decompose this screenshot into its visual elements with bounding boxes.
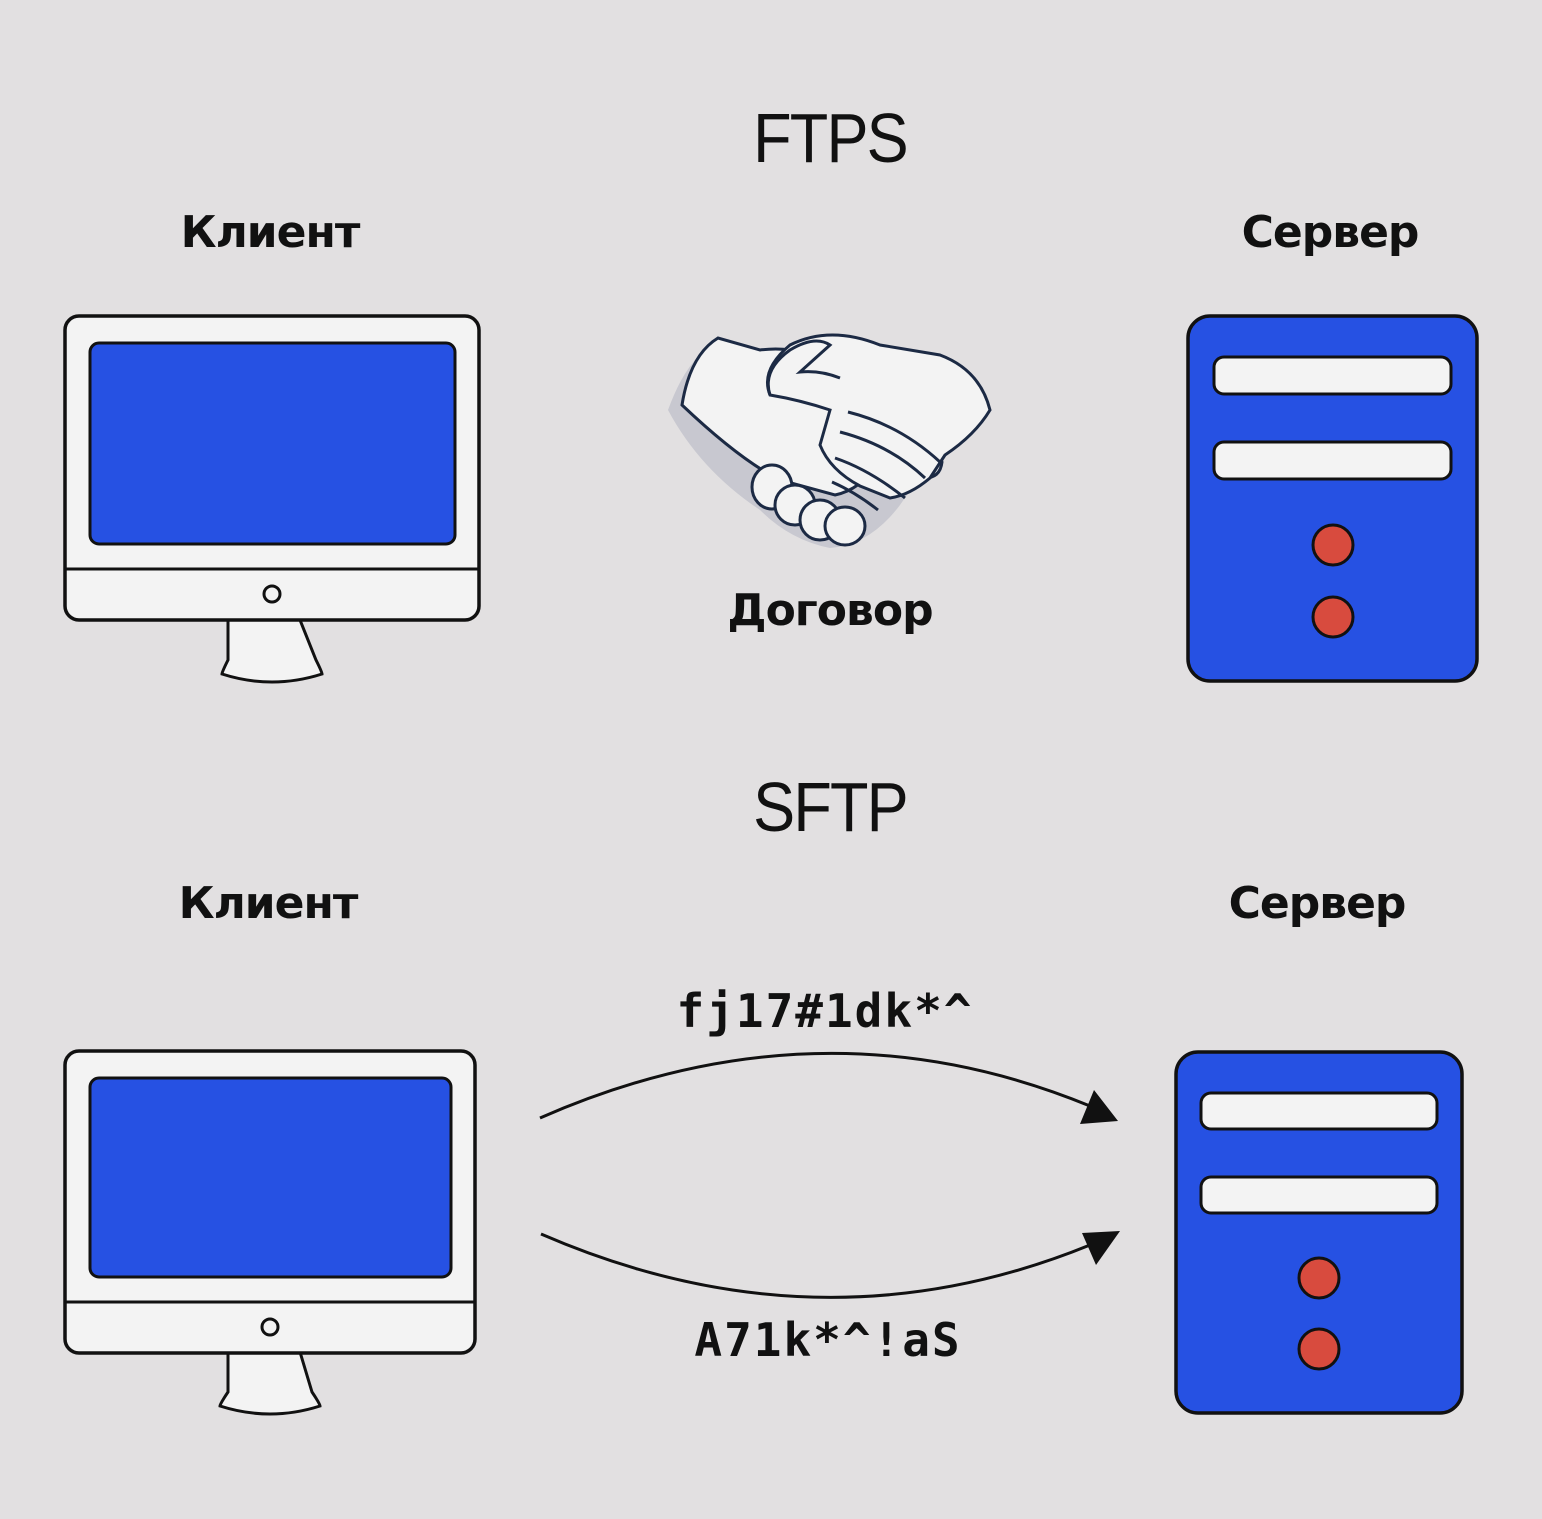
cipher-text-top: fj17#1dk*^ (676, 984, 974, 1038)
arrow-bottom (540, 1231, 1120, 1299)
ftps-client-label: Клиент (180, 207, 361, 258)
handshake-label: Договор (727, 585, 933, 636)
sftp-server-icon (1174, 1050, 1464, 1415)
cipher-text-bottom: A71k*^!aS (694, 1313, 962, 1367)
ftps-client-monitor-icon (63, 314, 481, 684)
sftp-title: SFTP (753, 768, 909, 846)
sftp-client-monitor-icon (63, 1049, 477, 1416)
sftp-client-label: Клиент (178, 878, 359, 929)
ftps-server-icon (1186, 314, 1479, 683)
ftps-server-label: Сервер (1241, 207, 1420, 258)
handshake-icon (668, 333, 992, 548)
ftps-title: FTPS (753, 99, 909, 177)
sftp-server-label: Сервер (1228, 878, 1407, 929)
arrow-top (539, 1051, 1118, 1124)
